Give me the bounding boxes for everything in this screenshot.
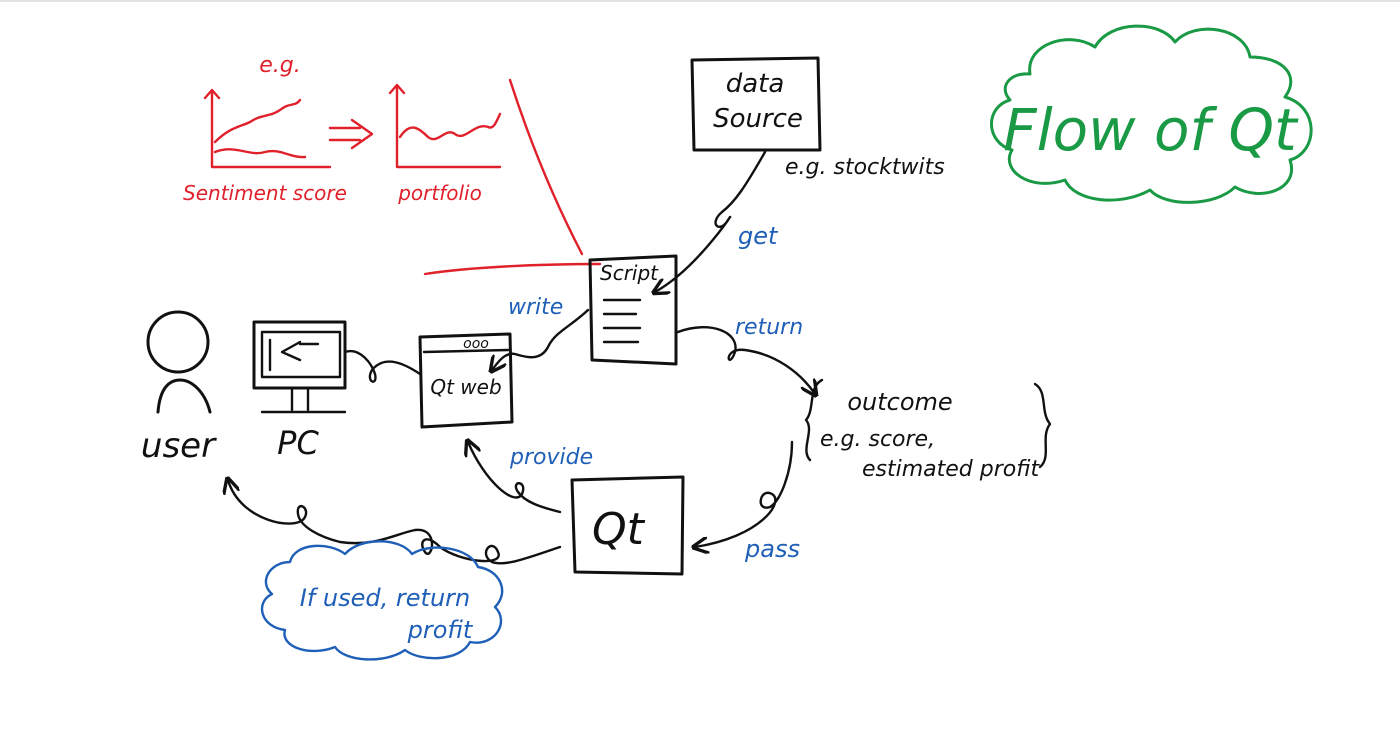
pass-connector (695, 440, 794, 547)
write-label: write (508, 295, 563, 320)
pc-node: PC (252, 320, 347, 462)
script-document (588, 254, 678, 366)
data-source-box (690, 56, 822, 152)
data-source-label-line1: data (726, 69, 785, 99)
pass-label: pass (744, 535, 800, 563)
write-connector (492, 308, 590, 370)
outcome-left-brace (804, 378, 824, 462)
outcome-right-brace (1033, 382, 1052, 469)
provide-connector (468, 442, 562, 514)
sentiment-curve-lower (213, 148, 307, 159)
callout-line-horizontal (423, 262, 602, 276)
outcome-label: outcome (847, 388, 952, 416)
qt-web-label: Qt web (430, 375, 501, 399)
monitor-icon (252, 320, 347, 414)
implies-arrow (328, 118, 374, 150)
note-cloud-line2: profit (407, 616, 474, 644)
user-label: user (141, 426, 217, 466)
portfolio-axes (388, 83, 502, 169)
document-icon (602, 298, 642, 344)
outcome-node: outcome e.g. score, estimated profit (804, 378, 1052, 482)
get-connector (655, 150, 767, 292)
sentiment-curve-upper (213, 98, 302, 144)
note-cloud: If used, return profit (260, 540, 504, 661)
note-cloud-line1: If used, return (300, 584, 470, 612)
page-title: Flow of Qt (1003, 96, 1299, 164)
data-source-node: data Source e.g. stocktwits (690, 56, 945, 180)
sentiment-axes (203, 88, 332, 169)
return-connector (676, 326, 815, 394)
window-control-dots: ooo (463, 336, 489, 352)
user-node: user (141, 310, 217, 466)
qt-label: Qt (592, 504, 646, 555)
portfolio-curve (398, 112, 502, 141)
data-source-label-line2: Source (713, 104, 803, 134)
data-source-example: e.g. stocktwits (785, 155, 945, 180)
outcome-example-line1: e.g. score, (820, 427, 935, 452)
browser-window-icon (418, 332, 514, 429)
script-label: Script (600, 261, 659, 285)
script-node: Script (588, 254, 678, 366)
sentiment-score-label: Sentiment score (183, 181, 347, 205)
qt-box (570, 475, 685, 576)
provide-label: provide (509, 445, 593, 470)
person-icon (146, 310, 212, 414)
example-sketch: e.g. Sentiment score portfolio (183, 53, 602, 276)
qt-node: Qt (570, 475, 685, 576)
callout-line-diagonal (508, 78, 584, 256)
outcome-example-line2: estimated profit (862, 457, 1040, 482)
pc-web-connector (343, 349, 422, 383)
return-label: return (735, 315, 803, 340)
profit-return-connector (228, 480, 562, 565)
title-cloud-outline (990, 24, 1313, 204)
get-label: get (738, 222, 779, 250)
example-eg-label: e.g. (259, 53, 301, 78)
note-cloud-outline (260, 540, 504, 661)
qt-web-node: ooo Qt web (418, 332, 514, 429)
pc-label: PC (277, 424, 319, 462)
title-cloud: Flow of Qt (990, 24, 1313, 204)
portfolio-label: portfolio (397, 181, 482, 205)
